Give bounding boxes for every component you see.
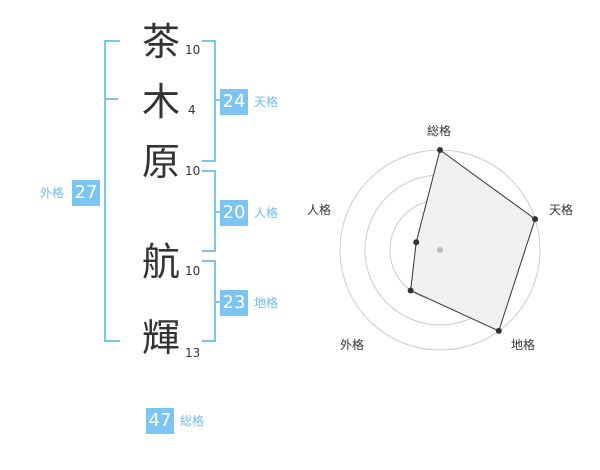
name-char-4: 航 <box>141 240 180 284</box>
radar-center-dot <box>437 247 443 253</box>
soukaku-value: 47 <box>146 408 174 434</box>
jinkaku-label: 人格 <box>254 206 279 220</box>
radar-label-jinkaku: 人格 <box>307 203 332 217</box>
chikaku-tick <box>214 301 222 303</box>
gaikaku-label: 外格 <box>40 186 65 200</box>
tenkaku-value: 24 <box>220 89 248 115</box>
gaikaku-value: 27 <box>72 180 100 206</box>
radar-point-0 <box>437 147 443 153</box>
name-char-3: 原 <box>141 140 180 184</box>
name-char-5: 輝 <box>141 316 180 360</box>
name-char-2: 木 <box>141 80 180 124</box>
name-char-1: 茶 <box>141 20 180 64</box>
stroke-count-1: 10 <box>185 43 201 57</box>
radar-point-1 <box>532 216 539 223</box>
radar-label-gaikaku: 外格 <box>340 338 365 352</box>
radar-point-2 <box>495 327 502 334</box>
jinkaku-tick <box>214 211 222 213</box>
tenkaku-bracket <box>202 40 216 162</box>
radar-point-4 <box>413 239 420 246</box>
chikaku-label: 地格 <box>254 296 279 310</box>
radar-label-chikaku: 地格 <box>511 338 536 352</box>
chikaku-value: 23 <box>220 290 248 316</box>
radar-label-tenkaku: 天格 <box>549 203 574 217</box>
soukaku-label: 総格 <box>180 414 205 428</box>
radar-series-polygon <box>410 149 536 332</box>
tenkaku-label: 天格 <box>254 95 279 109</box>
radar-point-3 <box>407 287 414 294</box>
stroke-count-3: 10 <box>185 164 201 178</box>
stroke-count-4: 10 <box>185 264 201 278</box>
gaikaku-bracket <box>104 40 120 342</box>
jinkaku-value: 20 <box>220 200 248 226</box>
gaikaku-tick-mid <box>104 98 118 100</box>
tenkaku-tick <box>214 99 222 101</box>
stroke-count-5: 13 <box>185 346 201 360</box>
stroke-count-2: 4 <box>188 103 196 117</box>
radar-label-soukaku: 総格 <box>427 124 452 138</box>
